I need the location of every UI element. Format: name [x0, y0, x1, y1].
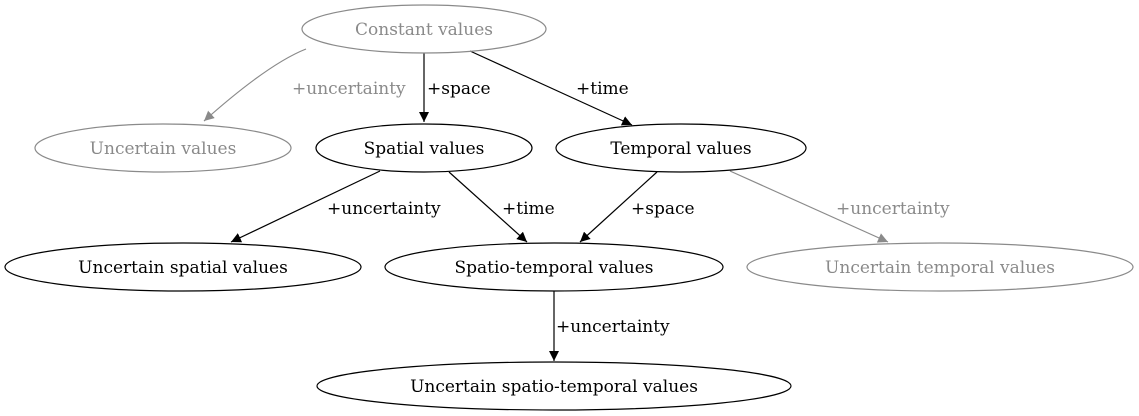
edge-label: +time — [576, 79, 629, 99]
edge-spatial-to-spatiotemporal: +time — [448, 171, 555, 243]
edge-spatiotemporal-to-uncertain-spatiotemporal: +uncertainty — [549, 291, 670, 361]
node-label: Spatio-temporal values — [454, 258, 653, 278]
node-uncertain-values: Uncertain values — [34, 123, 292, 173]
node-ellipse — [315, 123, 533, 173]
edge-label: +uncertainty — [836, 199, 950, 219]
node-uncertain-spatial-values: Uncertain spatial values — [4, 242, 362, 292]
edge-line — [579, 171, 658, 243]
edge-label: +time — [502, 199, 555, 219]
node-uncertain-temporal-values: Uncertain temporal values — [746, 242, 1134, 292]
edge-spatial-to-uncertain-spatial: +uncertainty — [230, 170, 441, 243]
node-ellipse — [316, 361, 792, 411]
node-ellipse — [34, 123, 292, 173]
node-label: Temporal values — [610, 139, 751, 159]
edge-label: +space — [631, 199, 695, 219]
edge-temporal-to-uncertain-temporal: +uncertainty — [729, 170, 950, 243]
node-label: Uncertain values — [90, 139, 237, 159]
node-label: Constant values — [355, 20, 493, 40]
edge-line — [448, 171, 528, 243]
node-ellipse — [746, 242, 1134, 292]
edge-constant-to-spatial: +space — [419, 53, 491, 122]
edge-line — [203, 48, 307, 122]
edge-label: +uncertainty — [327, 199, 441, 219]
node-label: Uncertain spatio-temporal values — [410, 377, 698, 397]
node-label: Uncertain spatial values — [78, 258, 288, 278]
edge-constant-to-uncertain: +uncertainty — [203, 48, 406, 122]
edge-constant-to-temporal: +time — [469, 50, 633, 126]
edge-line — [230, 170, 381, 243]
edge-label: +uncertainty — [556, 317, 670, 337]
edge-line — [729, 170, 889, 243]
node-spatio-temporal-values: Spatio-temporal values — [384, 242, 724, 292]
node-ellipse — [384, 242, 724, 292]
node-temporal-values: Temporal values — [555, 123, 807, 173]
edge-label: +uncertainty — [292, 79, 406, 99]
node-label: Spatial values — [364, 139, 485, 159]
edge-line — [469, 50, 633, 126]
node-label: Uncertain temporal values — [825, 258, 1055, 278]
edge-temporal-to-spatiotemporal: +space — [579, 171, 695, 243]
node-uncertain-spatio-temporal-values: Uncertain spatio-temporal values — [316, 361, 792, 411]
node-ellipse — [301, 4, 547, 54]
node-constant-values: Constant values — [301, 4, 547, 54]
node-ellipse — [4, 242, 362, 292]
node-spatial-values: Spatial values — [315, 123, 533, 173]
edge-label: +space — [427, 79, 491, 99]
node-ellipse — [555, 123, 807, 173]
